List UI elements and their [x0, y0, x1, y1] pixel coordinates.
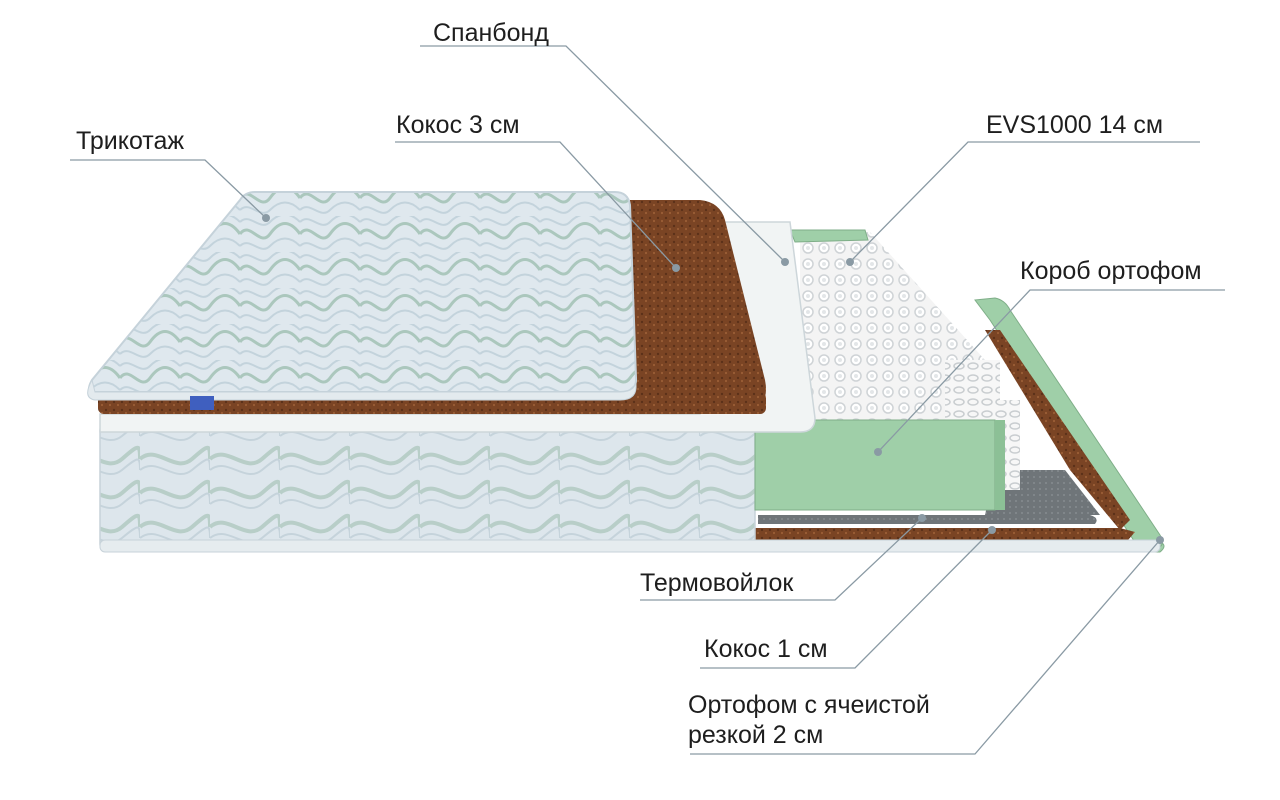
leader-dots: [262, 214, 1164, 544]
label-coconut-top: Кокос 3 см: [396, 111, 520, 139]
label-spunbond: Спанбонд: [433, 19, 549, 47]
label-orthofoam-line1: Ортофом с ячеистой: [688, 691, 930, 719]
leader-jersey: [70, 159, 267, 219]
leader-lines: [70, 45, 1225, 755]
leader-springs: [849, 141, 1200, 263]
label-foam-box: Короб ортофом: [1020, 257, 1202, 285]
brand-tag: [190, 396, 214, 410]
base-body: [99, 297, 1165, 553]
leader-orthofoam: [690, 539, 1161, 755]
leader-coconut-bottom: [700, 529, 993, 669]
leader-felt: [640, 517, 923, 601]
leader-coconut-top: [395, 141, 677, 269]
leader-foam-box: [877, 289, 1225, 453]
label-orthofoam: Ортофом с ячеистой резкой 2 см: [688, 690, 930, 750]
label-jersey: Трикотаж: [76, 127, 185, 155]
label-felt: Термовойлок: [640, 569, 794, 597]
leader-spunbond: [420, 45, 786, 263]
label-springs: EVS1000 14 см: [986, 111, 1164, 139]
label-coconut-bottom: Кокос 1 см: [704, 635, 828, 663]
label-orthofoam-line2: резкой 2 см: [688, 721, 824, 749]
jersey-top-layer: [87, 191, 638, 410]
foam-box-front: [754, 229, 1005, 511]
